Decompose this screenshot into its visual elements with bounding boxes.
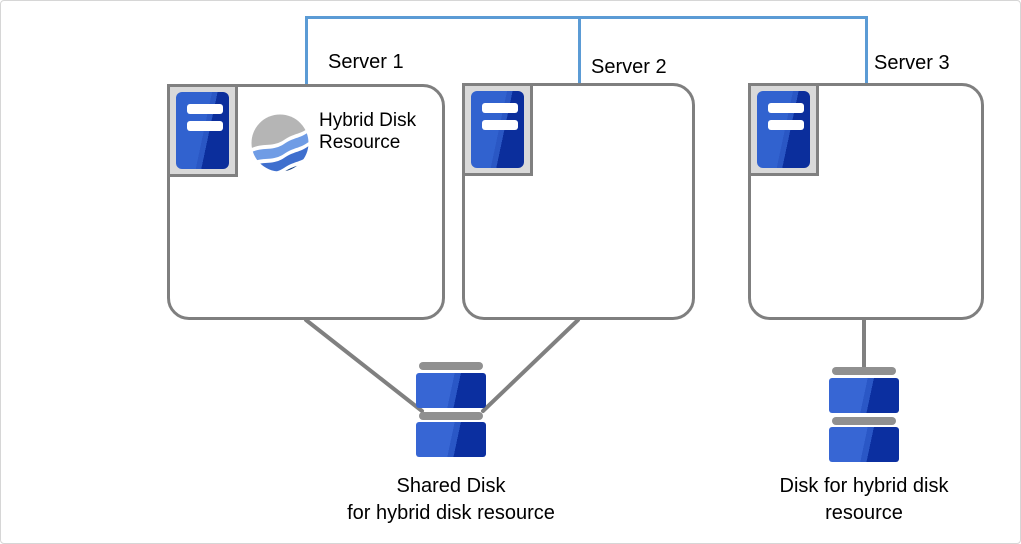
- server-tower-icon: [176, 92, 229, 169]
- tower-slot-icon: [768, 103, 804, 113]
- shared-disk-icon: [416, 362, 486, 458]
- tower-slot-icon: [187, 121, 223, 131]
- network-line-drop-server2: [578, 16, 581, 84]
- server3-icon: [748, 83, 819, 176]
- tower-slot-icon: [482, 120, 518, 130]
- tower-slot-icon: [768, 120, 804, 130]
- server1-label: Server 1: [328, 51, 404, 73]
- server1-box: [167, 84, 445, 320]
- server-tower-icon: [757, 91, 810, 168]
- caption-line: Disk for hybrid disk: [779, 475, 949, 497]
- disk-body: [829, 427, 899, 462]
- disk-body: [416, 373, 486, 408]
- hybrid-disk-icon: [829, 367, 899, 463]
- server2-icon: [462, 83, 533, 176]
- disk-body: [416, 422, 486, 457]
- server3-label: Server 3: [874, 52, 950, 74]
- caption-line: Shared Disk: [396, 475, 506, 497]
- tower-slot-icon: [187, 104, 223, 114]
- connector-server1-shared-disk: [304, 318, 424, 413]
- connector-server2-shared-disk: [481, 318, 580, 413]
- disk-cap: [419, 412, 483, 420]
- tower-slot-icon: [482, 103, 518, 113]
- network-line-drop-server3: [865, 16, 868, 84]
- disk-cap: [832, 367, 896, 375]
- network-line-drop-server1: [305, 16, 308, 87]
- caption-line: resource: [825, 502, 903, 524]
- server2-label: Server 2: [591, 56, 667, 78]
- hybrid-disk-caption: Disk for hybrid disk resource: [764, 473, 964, 527]
- caption-line: for hybrid disk resource: [347, 502, 555, 524]
- server1-icon: [167, 84, 238, 177]
- hybrid-disk-resource-icon: [251, 114, 309, 172]
- disk-cap: [832, 417, 896, 425]
- disk-body: [829, 378, 899, 413]
- hybrid-disk-resource-label: Hybrid Disk Resource: [319, 110, 417, 153]
- server-tower-icon: [471, 91, 524, 168]
- disk-cap: [419, 362, 483, 370]
- shared-disk-caption: Shared Disk for hybrid disk resource: [301, 473, 601, 527]
- network-line-horizontal: [305, 16, 868, 19]
